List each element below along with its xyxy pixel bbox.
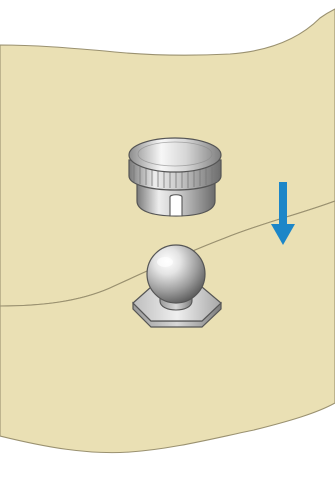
cap-icon — [129, 138, 221, 216]
